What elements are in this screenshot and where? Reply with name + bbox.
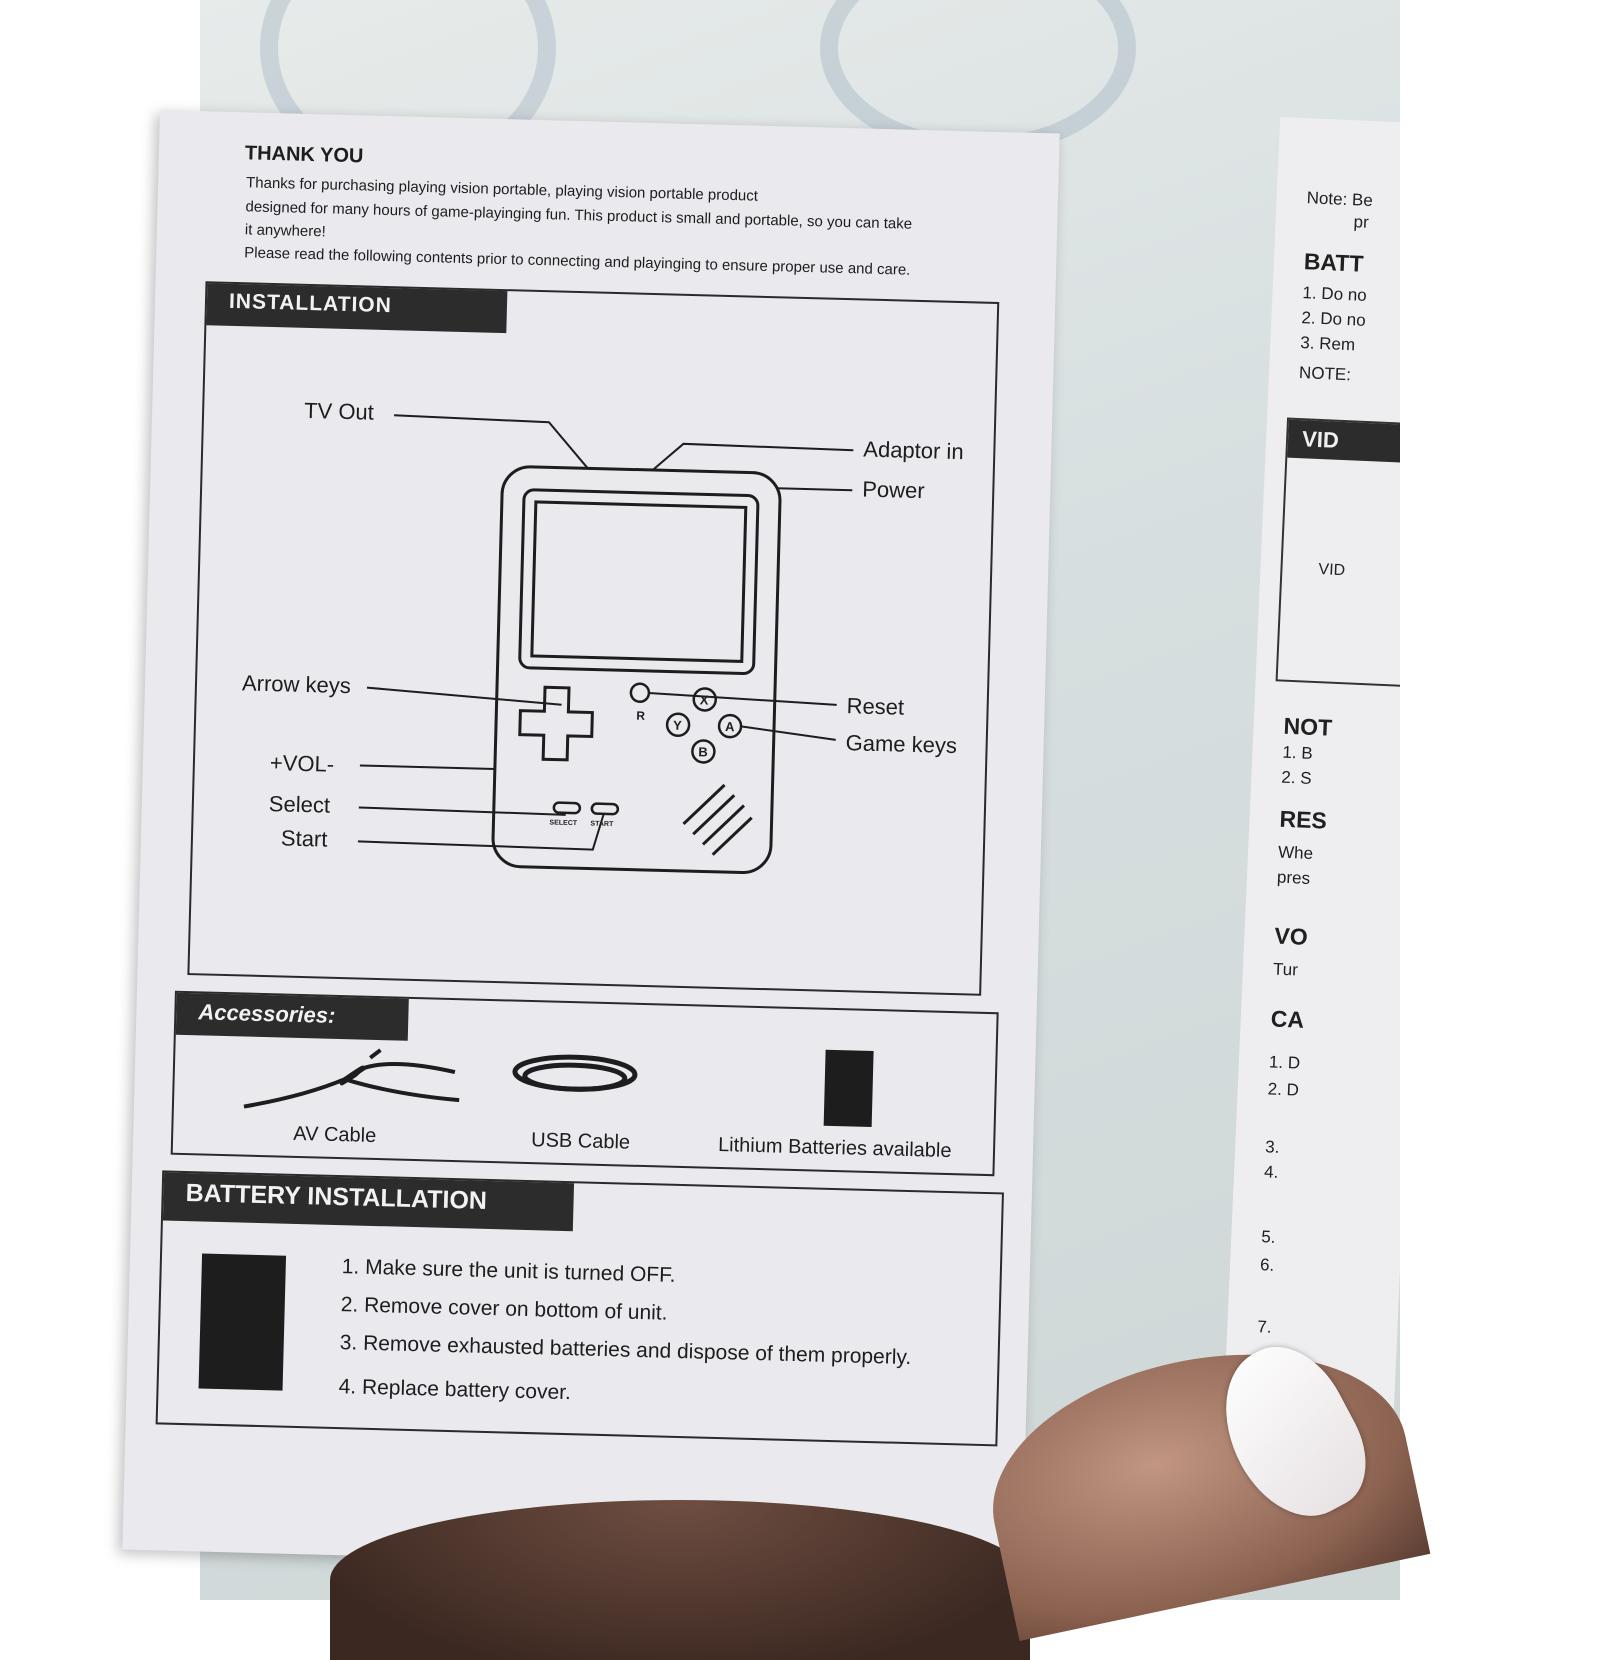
accessories-box: Accessories: AV Cable USB Cable Lithium …: [170, 990, 999, 1177]
diagram-y-letter: Y: [673, 718, 682, 733]
rp-list-item: 2. D: [1267, 1079, 1300, 1100]
rp-list-item: 2. Do no: [1301, 308, 1367, 330]
rp-care-heading: CA: [1270, 1005, 1305, 1033]
rp-video-box: VID VID: [1275, 417, 1400, 691]
console-diagram: R X Y A B SELECT START: [357, 414, 854, 875]
label-volume: +VOL-: [269, 750, 335, 777]
rp-list-item: 4.: [1263, 1162, 1279, 1182]
diagram-b-letter: B: [698, 744, 708, 759]
holding-finger: [330, 1500, 1030, 1660]
rp-list-item: 6.: [1259, 1255, 1275, 1275]
diagram-reset-button: [629, 682, 651, 704]
diagram-leader-lines: [357, 414, 854, 851]
right-booklet-page: Note: Be pr BATT 1. Do no 2. Do no 3. Re…: [1219, 116, 1400, 1504]
diagram-x-button: [692, 687, 718, 712]
battery-installation-header: BATTERY INSTALLATION: [162, 1172, 575, 1232]
booklet-page: THANK YOU Thanks for purchasing playing …: [122, 110, 1060, 1574]
diagram-y-button: [665, 712, 691, 738]
diagram-select-mark: SELECT: [549, 819, 578, 827]
diagram-dpad: [518, 685, 594, 762]
battery-cover-icon: [198, 1253, 287, 1391]
rp-video-label: VID: [1318, 561, 1346, 580]
rp-volume-heading: VO: [1273, 922, 1309, 950]
rp-text-line: pres: [1276, 867, 1311, 888]
accessory-av-cable: AV Cable: [292, 1122, 377, 1148]
diagram-start-button: [590, 802, 620, 816]
rp-video-header-text: VID: [1301, 426, 1340, 453]
rp-list-item: 7.: [1256, 1317, 1272, 1337]
rp-note: NOTE:: [1298, 363, 1352, 385]
rp-note-top-2: pr: [1353, 212, 1370, 232]
av-cable-icon: [243, 1048, 460, 1109]
label-power: Power: [861, 476, 925, 504]
label-arrow-keys: Arrow keys: [241, 670, 352, 699]
diagram-reset-letter: R: [636, 709, 645, 723]
label-reset: Reset: [846, 693, 905, 720]
rp-list-item: 1. B: [1282, 742, 1314, 763]
label-game-keys: Game keys: [845, 730, 958, 759]
rp-note-top: Note: Be: [1306, 188, 1374, 211]
label-select: Select: [268, 791, 331, 818]
diagram-start-mark: START: [590, 821, 614, 829]
usb-cable-icon: [512, 1054, 638, 1092]
rp-note-heading: NOT: [1283, 712, 1333, 741]
rp-list-item: 1. D: [1268, 1052, 1301, 1073]
rp-text-line: Tur: [1272, 959, 1299, 980]
rp-list-item: 5.: [1260, 1227, 1276, 1247]
battery-step: 1. Make sure the unit is turned OFF.: [341, 1255, 676, 1287]
diagram-b-button: [691, 739, 716, 764]
label-start: Start: [280, 825, 328, 852]
rp-list-item: 1. Do no: [1302, 283, 1368, 305]
battery-step: 4. Replace battery cover.: [338, 1375, 572, 1405]
rp-text-line: Whe: [1277, 842, 1314, 864]
installation-box: INSTALLATION: [187, 281, 1000, 996]
diagram-screen: [530, 500, 748, 663]
diagram-screen-frame: [518, 488, 760, 675]
intro-line: it anywhere!: [244, 221, 326, 241]
rp-list-item: 3.: [1264, 1137, 1280, 1157]
battery-installation-box: BATTERY INSTALLATION 1. Make sure the un…: [155, 1170, 1004, 1447]
battery-installation-header-text: BATTERY INSTALLATION: [185, 1179, 488, 1215]
rp-list-item: 3. Rem: [1299, 333, 1356, 355]
rp-reset-heading: RES: [1279, 805, 1328, 834]
diagram-select-button: [552, 801, 582, 815]
rp-batt-heading: BATT: [1303, 248, 1365, 277]
diagram-a-letter: A: [725, 719, 735, 734]
diagram-device-body: [491, 465, 782, 875]
battery-step: 2. Remove cover on bottom of unit.: [340, 1293, 668, 1325]
diagram-x-letter: X: [700, 692, 709, 707]
diagram-speaker-grille: [682, 783, 753, 856]
intro-line: Please read the following contents prior…: [244, 244, 911, 279]
battery-step: 3. Remove exhausted batteries and dispos…: [339, 1331, 912, 1370]
accessories-illustrations: [243, 1048, 874, 1127]
lithium-battery-icon: [823, 1049, 874, 1127]
intro-line: designed for many hours of game-playingi…: [245, 198, 913, 233]
accessory-usb-cable: USB Cable: [530, 1129, 631, 1154]
thank-you-title: THANK YOU: [244, 142, 364, 168]
label-tv-out: TV Out: [303, 397, 375, 425]
rp-list-item: 2. S: [1280, 767, 1313, 788]
label-adaptor-in: Adaptor in: [863, 436, 964, 465]
rp-video-header: VID: [1287, 419, 1400, 467]
